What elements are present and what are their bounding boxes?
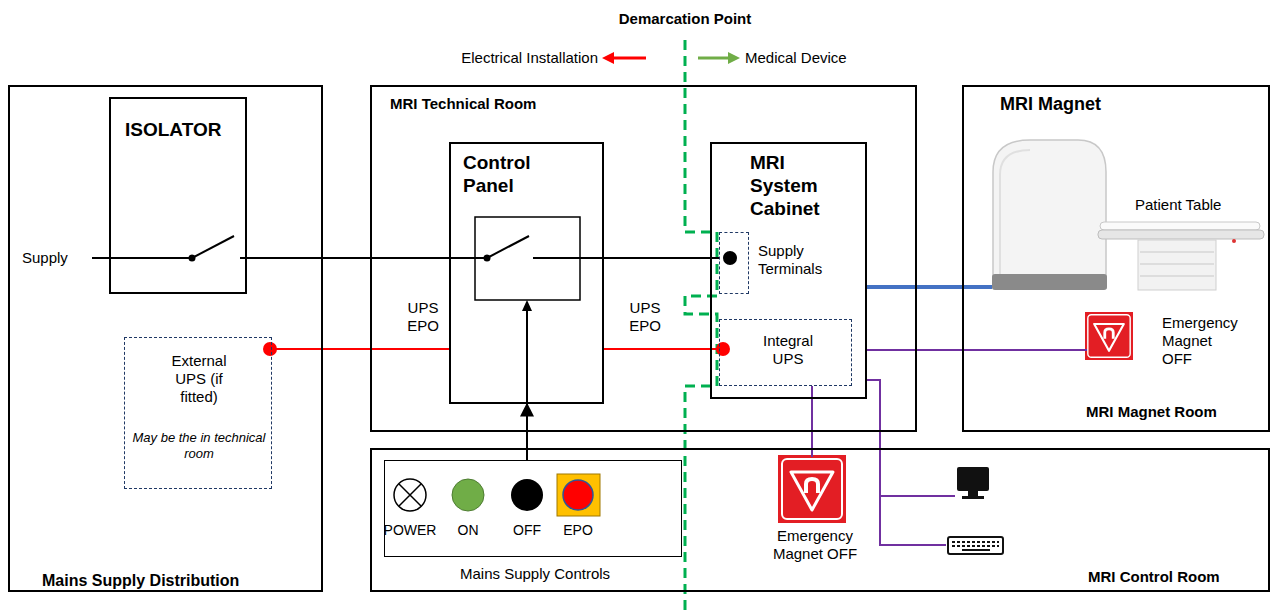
controls-box: Mains Supply Controls: [384, 460, 682, 557]
demarcation-line: [685, 40, 717, 612]
node-title: Mains Supply Distribution: [42, 571, 239, 590]
annotation-label: ON: [458, 522, 479, 539]
annotation-label: Supply: [22, 249, 68, 267]
control-buttons: [394, 474, 600, 516]
connector-label: UPS EPO: [623, 299, 667, 335]
switch-pivot: [484, 255, 491, 262]
workstation-figure: [948, 467, 1003, 554]
node-title: Emergency Magnet OFF: [770, 527, 860, 563]
node-title: MRI Control Room: [1088, 568, 1220, 586]
magnet-cable: [865, 285, 992, 289]
annotation-label: Medical Device: [745, 49, 847, 67]
connector-line: [272, 348, 449, 350]
terminal-box: Supply Terminals: [719, 232, 749, 294]
node-title: MRI Technical Room: [390, 95, 536, 113]
node-title: MRI Magnet Room: [1086, 403, 1217, 421]
isolator-box: ISOLATOR: [109, 97, 247, 294]
ups-box: External UPS (if fitted) May be the in te…: [124, 337, 272, 489]
annotation-label: Electrical Installation: [461, 49, 598, 67]
mri-magnet-figure: [992, 140, 1264, 290]
annotation-label: POWER: [384, 522, 437, 539]
region-box: Mains Supply Distribution ISOLATOR Externa…: [8, 85, 323, 592]
region-box: MRI Control RoomMains Supply ControlsEme…: [370, 448, 1270, 592]
node-title: ISOLATOR: [125, 119, 221, 142]
annotation-label: MRI Magnet: [1000, 94, 1101, 116]
region-box: MRI Magnet Room Emergency Magnet OFF: [962, 85, 1270, 432]
region-box: MRI Technical RoomControl Panel MRI Syste…: [370, 85, 917, 432]
emergency-stop: Emergency Magnet OFF: [1087, 314, 1257, 370]
connector-label: UPS EPO: [401, 299, 445, 335]
node-note: May be the in technical room: [129, 430, 269, 461]
connector-line: [604, 257, 719, 259]
connector-line: [604, 348, 719, 350]
connector-line: [811, 386, 813, 457]
node-title: Mains Supply Controls: [460, 565, 610, 583]
supply-wiring: [92, 217, 602, 402]
annotation-label: Patient Table: [1135, 196, 1221, 214]
emergency-stop: Emergency Magnet OFF: [780, 457, 850, 582]
node-title: Emergency Magnet OFF: [1162, 314, 1242, 368]
node-title: MRI System Cabinet: [750, 152, 840, 220]
direction-arrows: [602, 52, 740, 64]
connector-line: [867, 349, 1087, 351]
emergency-icon: [1085, 312, 1133, 360]
ups-box: Integral UPS: [719, 319, 852, 386]
connector-line: [526, 404, 528, 460]
switch-pivot: [189, 255, 196, 262]
node-title: External UPS (if fitted): [159, 352, 239, 406]
node-title: Control Panel: [463, 152, 573, 198]
connector-line: [247, 257, 449, 259]
node-title: Integral UPS: [748, 332, 828, 368]
control-panel-box: Control Panel: [449, 142, 604, 404]
annotation-label: OFF: [513, 522, 541, 539]
annotation-label: EPO: [563, 522, 593, 539]
workstation-cable: [865, 380, 955, 545]
annotation-label: Demarcation Point: [619, 10, 752, 28]
emergency-icon: [778, 455, 846, 523]
node-title: Supply Terminals: [758, 242, 833, 278]
terminal-dot: [723, 251, 737, 265]
cabinet-box: MRI System CabinetSupply TerminalsIntegr…: [710, 142, 867, 399]
